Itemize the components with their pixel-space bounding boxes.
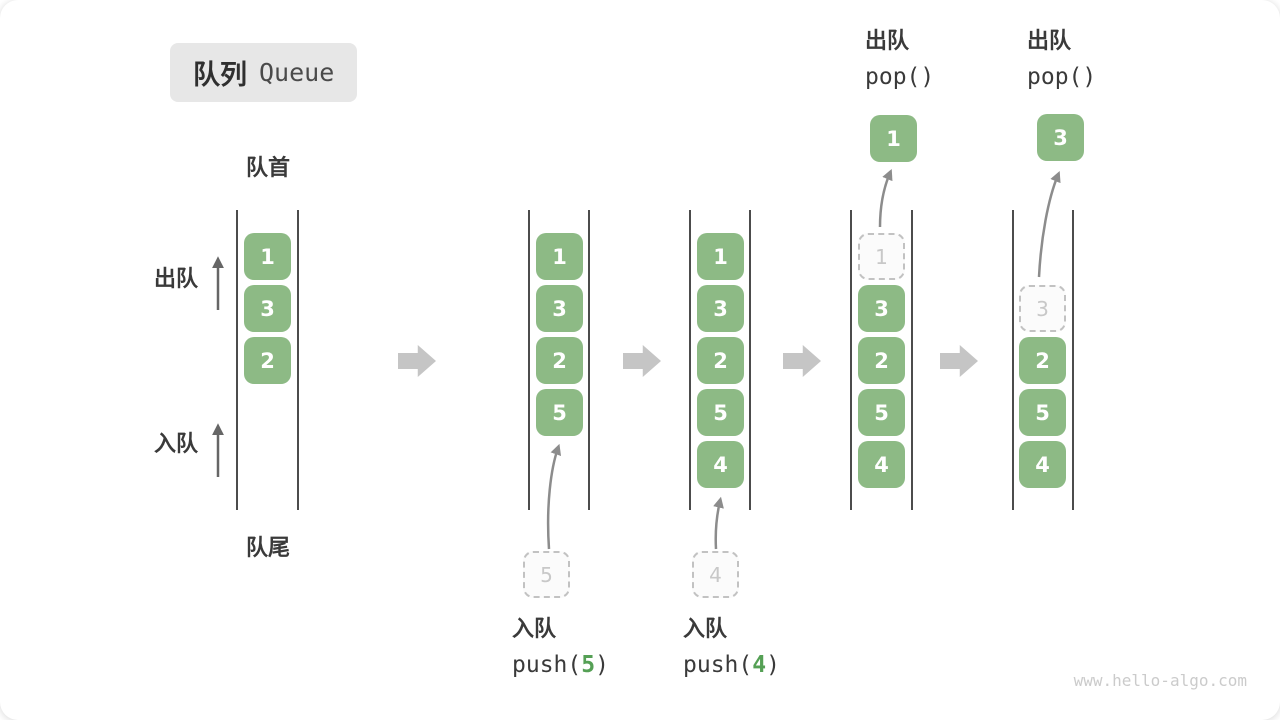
title-zh: 队列	[193, 60, 247, 91]
code-text: )	[766, 651, 780, 678]
op-pop-code: pop()	[1027, 63, 1097, 90]
queue-cell: 4	[1019, 441, 1066, 488]
queue-cell: 2	[697, 337, 744, 384]
op-label-push-5: 入队 push(5)	[512, 616, 609, 679]
queue-cell: 4	[697, 441, 744, 488]
label-queue-rear: 队尾	[245, 536, 290, 561]
queue-cell: 3	[536, 285, 583, 332]
stage-transition-arrow	[940, 345, 978, 377]
label-dequeue-side: 出队	[153, 267, 198, 292]
queue-rail	[297, 210, 299, 510]
code-arg: 5	[581, 651, 596, 678]
queue-rail	[749, 210, 751, 510]
queue-rail	[689, 210, 691, 510]
op-pop-zh: 出队	[865, 29, 910, 54]
stage-transition-arrow	[783, 345, 821, 377]
watermark: www.hello-algo.com	[1073, 671, 1247, 690]
popped-element: 1	[870, 115, 917, 162]
pop-arrow-3	[1037, 170, 1061, 278]
op-pop-code: pop()	[865, 63, 935, 90]
queue-cell: 5	[536, 389, 583, 436]
incoming-element-ghost: 5	[523, 551, 570, 598]
op-label-pop-2: 出队 pop()	[1027, 28, 1096, 91]
queue-cell: 1	[244, 233, 291, 280]
queue-cell: 5	[858, 389, 905, 436]
queue-rail	[588, 210, 590, 510]
op-push-zh: 入队	[683, 617, 728, 642]
queue-cell: 5	[1019, 389, 1066, 436]
code-text: push(	[683, 651, 753, 678]
queue-rail	[850, 210, 852, 510]
op-pop-zh: 出队	[1027, 29, 1072, 54]
queue-rail	[1012, 210, 1014, 510]
pop-arrow-1	[878, 168, 893, 228]
queue-cell: 1	[697, 233, 744, 280]
popped-element: 3	[1037, 114, 1084, 161]
code-text: )	[595, 651, 609, 678]
op-label-pop-1: 出队 pop()	[865, 28, 934, 91]
queue-cell: 1	[536, 233, 583, 280]
op-label-push-4: 入队 push(4)	[683, 616, 780, 679]
queue-cell: 2	[244, 337, 291, 384]
queue-rail	[1072, 210, 1074, 510]
queue-cell: 2	[1019, 337, 1066, 384]
queue-cell: 3	[697, 285, 744, 332]
queue-rail	[236, 210, 238, 510]
title-en: Queue	[259, 58, 335, 87]
enqueue-arrow-5	[546, 443, 562, 550]
stage-transition-arrow	[623, 345, 661, 377]
queue-cell: 4	[858, 441, 905, 488]
op-push-code: push(4)	[683, 651, 780, 680]
queue-cell: 3	[244, 285, 291, 332]
queue-cell: 2	[858, 337, 905, 384]
stage-transition-arrow	[398, 345, 436, 377]
queue-cell: 3	[858, 285, 905, 332]
incoming-element-ghost: 4	[692, 551, 739, 598]
enqueue-arrow-4	[713, 496, 724, 550]
op-push-zh: 入队	[512, 617, 557, 642]
popped-slot-ghost: 3	[1019, 285, 1066, 332]
label-enqueue-side: 入队	[153, 432, 198, 457]
code-text: push(	[512, 651, 582, 678]
popped-slot-ghost: 1	[858, 233, 905, 280]
queue-rail	[528, 210, 530, 510]
queue-cell: 2	[536, 337, 583, 384]
title-box: 队列 Queue	[170, 43, 358, 102]
label-queue-front: 队首	[245, 156, 290, 181]
code-arg: 4	[752, 651, 767, 678]
queue-rail	[911, 210, 913, 510]
queue-cell: 5	[697, 389, 744, 436]
op-push-code: push(5)	[512, 651, 609, 680]
